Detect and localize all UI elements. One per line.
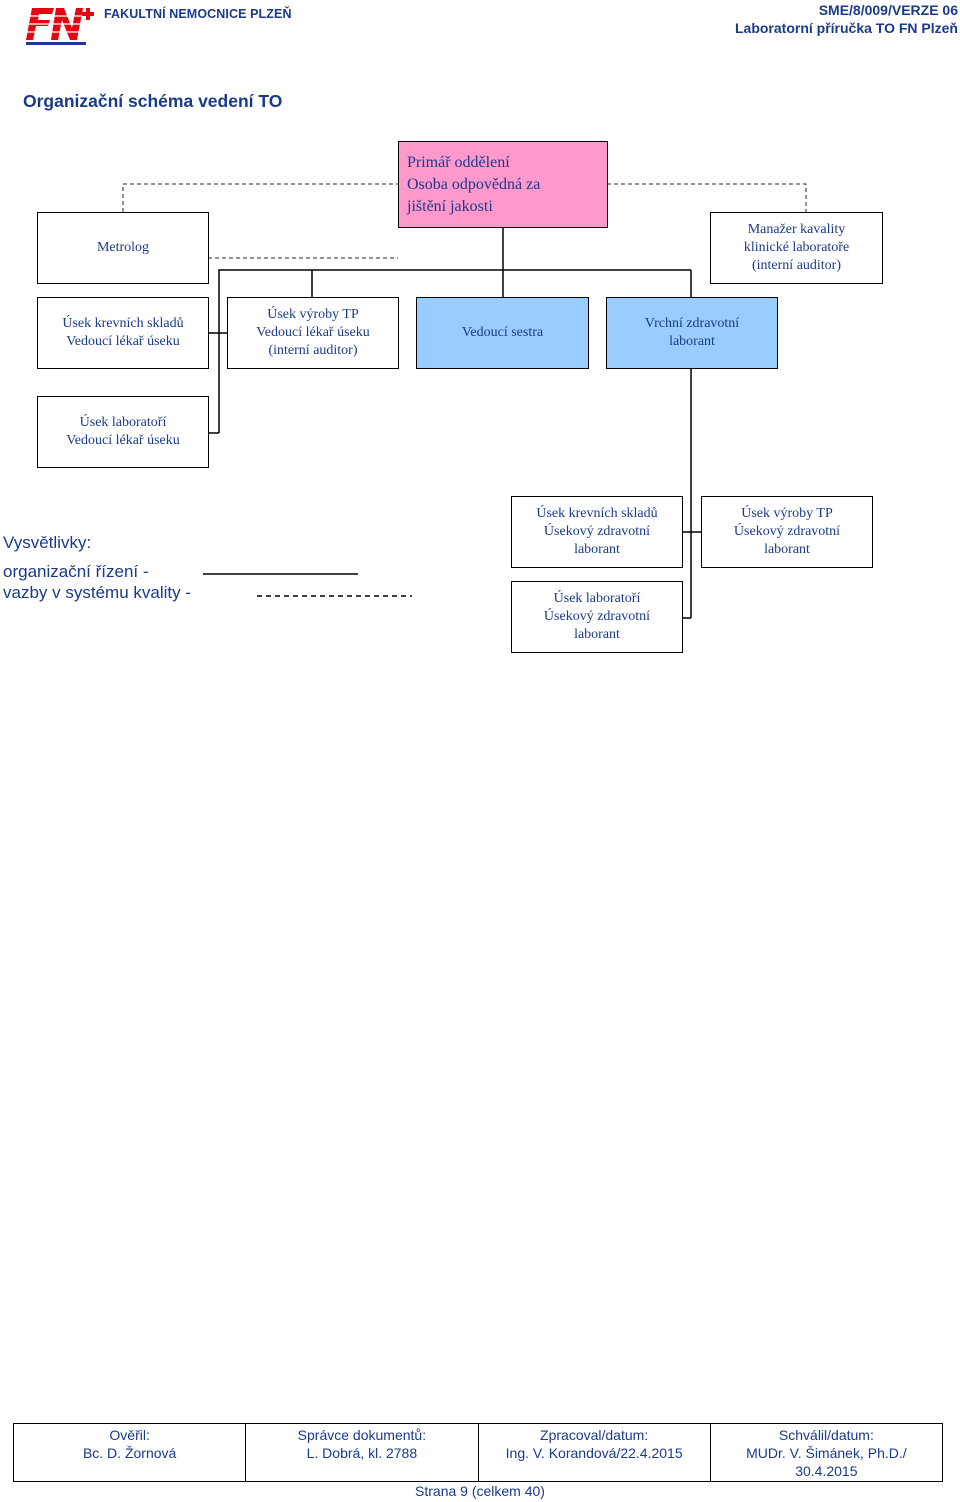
verified-cell: Ověřil: Bc. D. Žornová	[12, 1423, 247, 1482]
metrolog-label: Metrolog	[96, 240, 150, 255]
approved-label: Schválil/datum:	[778, 1427, 874, 1443]
head-nurse-label: Vedoucí sestra	[461, 325, 544, 340]
page-title: Organizační schéma vedení TO	[23, 91, 283, 111]
quality-manager-line-2: klinické laboratoře	[743, 240, 850, 255]
lab-dept-head-line-1: Úsek laboratoří	[79, 415, 167, 430]
lab-dept-head-box: Úsek laboratoří Vedoucí lékař úseku	[37, 396, 209, 468]
prepared-cell: Zpracoval/datum: Ing. V. Korandová/22.4.…	[477, 1423, 711, 1482]
verified-value: Bc. D. Žornová	[82, 1445, 177, 1461]
blood-dept-head-line-2: Vedoucí lékař úseku	[66, 334, 180, 349]
legend-quality-links: vazby v systému kvality -	[3, 583, 191, 602]
tp-dept-head-line-1: Úsek výroby TP	[267, 307, 359, 322]
legend-line-samples	[203, 573, 412, 597]
blood-dept-lab-line-3: laborant	[574, 542, 620, 557]
document-manager-value: L. Dobrá, kl. 2788	[306, 1445, 418, 1461]
tp-dept-lab-line-1: Úsek výroby TP	[741, 506, 833, 521]
verified-label: Ověřil:	[109, 1427, 150, 1443]
blood-dept-head-line-1: Úsek krevních skladů	[62, 316, 184, 331]
legend-title: Vysvětlivky:	[3, 533, 92, 552]
tp-dept-lab-line-3: laborant	[764, 542, 810, 557]
cross-icon	[82, 8, 94, 20]
head-physician-box: Primář oddělení Osoba odpovědná za jiště…	[398, 141, 608, 228]
tp-dept-lab-line-2: Úsekový zdravotní	[733, 524, 841, 539]
head-line-1: Primář oddělení	[407, 153, 510, 171]
tp-dept-head-line-2: Vedoucí lékař úseku	[256, 325, 370, 340]
document-manager-label: Správce dokumentů:	[297, 1427, 427, 1443]
lab-dept-head-line-2: Vedoucí lékař úseku	[66, 433, 180, 448]
chief-lab-box: Vrchní zdravotní laborant	[606, 297, 778, 369]
org-chart-connectors	[122, 183, 807, 619]
blood-dept-lab-line-1: Úsek krevních skladů	[536, 506, 658, 521]
lab-dept-lab-box: Úsek laboratoří Úsekový zdravotní labora…	[511, 581, 683, 653]
lab-dept-lab-line-3: laborant	[574, 627, 620, 642]
tp-dept-head-box: Úsek výroby TP Vedoucí lékař úseku (inte…	[227, 297, 399, 369]
organizational-links	[208, 228, 702, 619]
quality-manager-line-1: Manažer kavality	[747, 222, 846, 237]
blood-dept-lab-line-2: Úsekový zdravotní	[543, 524, 651, 539]
quality-manager-box: Manažer kavality klinické laboratoře (in…	[710, 212, 883, 284]
head-nurse-box: Vedoucí sestra	[416, 297, 589, 369]
document-code: SME/8/009/VERZE 06	[818, 2, 958, 18]
chief-lab-line-1: Vrchní zdravotní	[644, 316, 740, 331]
legend-org-management: organizační řízení -	[3, 562, 149, 581]
prepared-label: Zpracoval/datum:	[540, 1427, 649, 1443]
approved-cell: Schválil/datum: MUDr. V. Šimánek, Ph.D./…	[709, 1423, 944, 1482]
approval-table: Ověřil: Bc. D. Žornová Správce dokumentů…	[12, 1423, 944, 1482]
lab-dept-lab-line-1: Úsek laboratoří	[553, 591, 641, 606]
approved-value: MUDr. V. Šimánek, Ph.D./	[746, 1445, 907, 1461]
chief-lab-line-2: laborant	[669, 334, 715, 349]
blood-dept-head-box: Úsek krevních skladů Vedoucí lékař úseku	[37, 297, 209, 369]
organization-name: FAKULTNÍ NEMOCNICE PLZEŇ	[104, 7, 292, 21]
prepared-value: Ing. V. Korandová/22.4.2015	[505, 1445, 683, 1461]
quality-manager-line-3: (interní auditor)	[751, 258, 842, 273]
lab-dept-lab-line-2: Úsekový zdravotní	[543, 609, 651, 624]
blood-dept-lab-box: Úsek krevních skladů Úsekový zdravotní l…	[511, 496, 683, 568]
metrolog-box: Metrolog	[37, 212, 209, 284]
logo-letters	[24, 8, 84, 40]
head-line-3: jištění jakosti	[407, 197, 493, 215]
tp-dept-head-line-3: (interní auditor)	[268, 343, 358, 358]
tp-dept-lab-box: Úsek výroby TP Úsekový zdravotní laboran…	[701, 496, 873, 568]
quality-links	[122, 183, 807, 259]
page-number: Strana 9 (celkem 40)	[415, 1483, 545, 1499]
approved-date: 30.4.2015	[795, 1463, 858, 1479]
logo-underline	[26, 42, 86, 45]
document-name: Laboratorní příručka TO FN Plzeň	[734, 20, 958, 36]
head-line-2: Osoba odpovědná za	[407, 175, 541, 193]
fn-logo	[24, 8, 94, 45]
document-manager-cell: Správce dokumentů: L. Dobrá, kl. 2788	[245, 1423, 479, 1482]
